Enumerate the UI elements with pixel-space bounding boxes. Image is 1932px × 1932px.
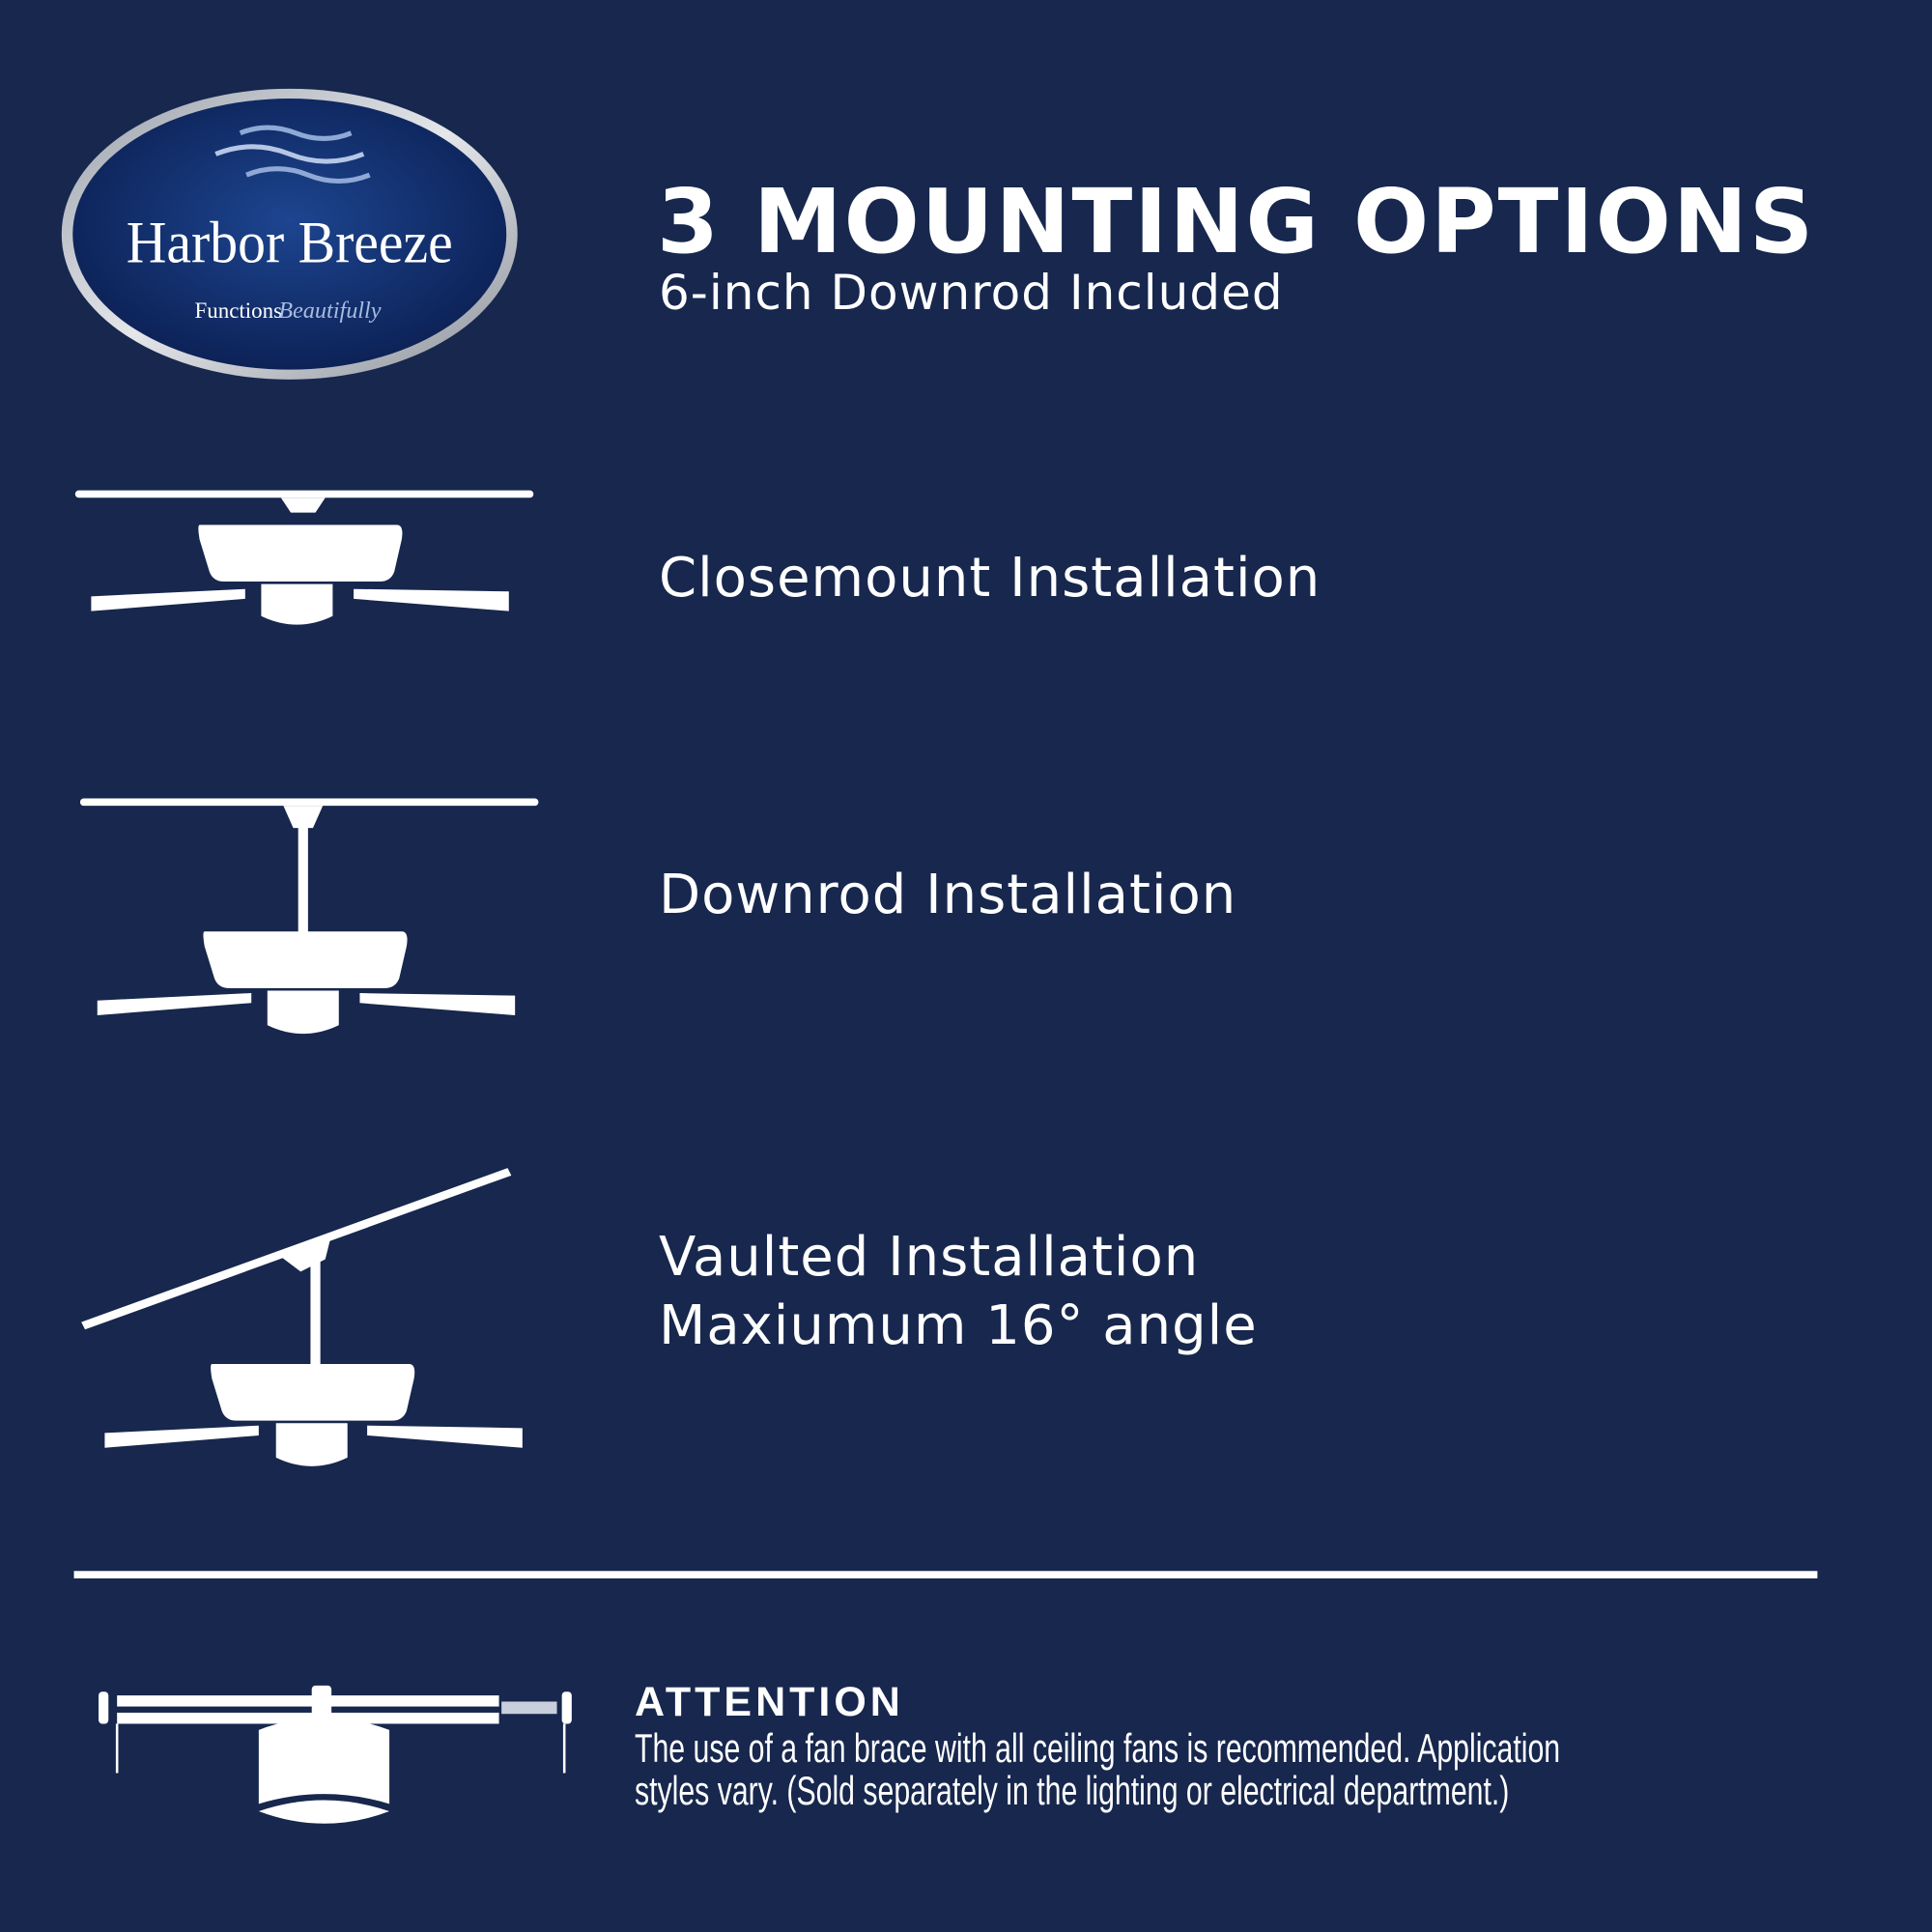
page-title: 3 MOUNTING OPTIONS (657, 170, 1816, 273)
svg-text:Harbor Breeze: Harbor Breeze (127, 211, 453, 276)
harbor-breeze-logo: Harbor Breeze Functions Beautifully (61, 88, 518, 380)
divider (73, 1571, 1818, 1578)
svg-text:Functions: Functions (195, 298, 283, 323)
downrod-fan-icon (79, 798, 539, 1035)
page-subtitle: 6-inch Downrod Included (659, 265, 1284, 321)
attention-heading: ATTENTION (635, 1679, 904, 1725)
svg-text:Beautifully: Beautifully (278, 298, 382, 324)
vaulted-fan-icon (81, 1168, 523, 1466)
vaulted-label: Vaulted Installation (659, 1226, 1200, 1289)
attention-text-line-1: The use of a fan brace with all ceiling … (635, 1725, 1561, 1771)
fan-brace-icon (99, 1685, 572, 1824)
downrod-label: Downrod Installation (659, 864, 1237, 926)
closemount-fan-icon (74, 490, 534, 625)
wave-icon (214, 125, 371, 184)
attention-text-line-2: styles vary. (Sold separately in the lig… (635, 1768, 1510, 1813)
vaulted-angle-label: Maxiumum 16° angle (659, 1294, 1258, 1357)
closemount-label: Closemount Installation (659, 547, 1321, 610)
